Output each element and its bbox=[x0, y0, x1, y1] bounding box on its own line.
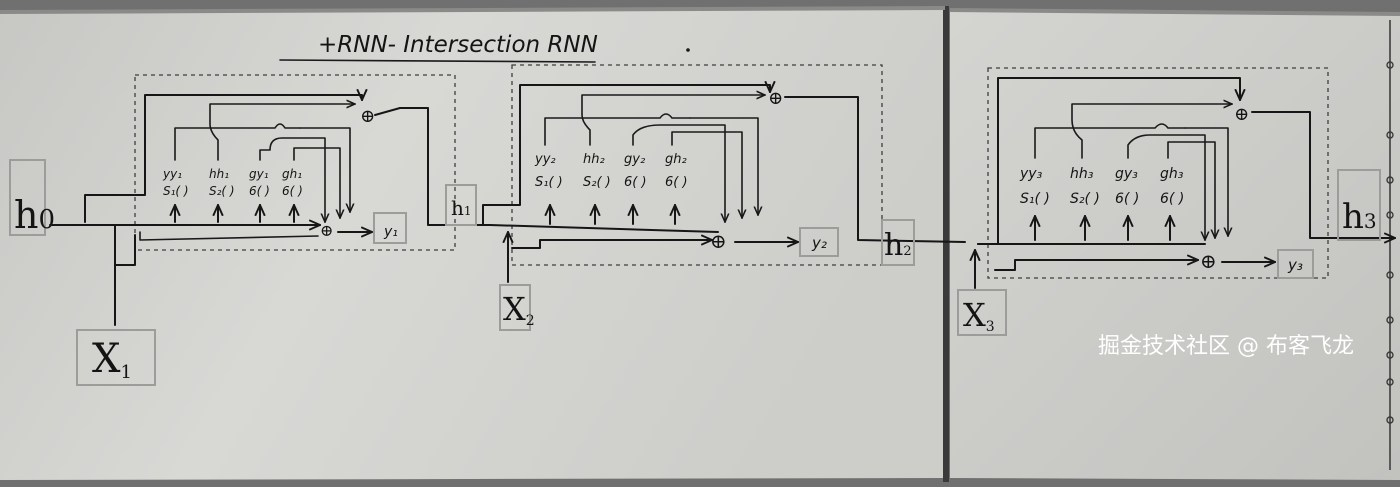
gate-hh2: hh₂ bbox=[583, 152, 605, 167]
board-edge-rivets bbox=[1386, 61, 1394, 424]
x1-line bbox=[114, 224, 136, 326]
cell-1-wire-e bbox=[299, 127, 350, 212]
x3-label: X3 bbox=[963, 296, 995, 335]
rnn-cell-3: X3 yy₃ S₁( ) hh₃ S₂( ) gy₃ 6( ) gh₃ 6( )… bbox=[957, 67, 1395, 336]
gate-hh3-fn: S₂( ) bbox=[1070, 191, 1100, 207]
x1-label: X1 bbox=[92, 336, 132, 383]
gate-yy2-fn: S₁( ) bbox=[535, 175, 563, 190]
gate-gy2: gy₂ bbox=[624, 152, 645, 167]
gate-gy2-fn: 6( ) bbox=[624, 175, 647, 190]
x2-box bbox=[499, 284, 531, 331]
cell-2-wire-c bbox=[632, 124, 725, 222]
cell-3-wire-b bbox=[1071, 104, 1232, 159]
cell-3-gates: yy₃ S₁( ) hh₃ S₂( ) gy₃ 6( ) gh₃ 6( ) bbox=[1019, 166, 1184, 207]
h2-box bbox=[881, 219, 915, 266]
x1-box bbox=[76, 329, 156, 386]
h0-label: h0 bbox=[14, 193, 55, 237]
gate-gy3: gy₃ bbox=[1115, 166, 1138, 182]
gate-gh3-fn: 6( ) bbox=[1160, 191, 1184, 207]
gate-gy1-fn: 6( ) bbox=[249, 184, 270, 198]
gate-gy1: gy₁ bbox=[249, 167, 269, 181]
rnn-cell-2: X2 yy₂ S₁( ) hh₂ S₂( ) gy₂ 6( ) gh₂ 6( )… bbox=[482, 64, 966, 331]
x2-route bbox=[511, 240, 712, 249]
cell-2-wire-e bbox=[689, 117, 758, 215]
board-top-rail-right bbox=[949, 8, 1400, 16]
cell-3-gate-arrows bbox=[1035, 216, 1170, 241]
gate-yy3: yy₃ bbox=[1019, 166, 1043, 182]
cell-2-wire-d bbox=[671, 131, 742, 218]
cell-1-adder-output: ⊕ bbox=[320, 221, 333, 240]
gate-hh1: hh₁ bbox=[209, 167, 229, 181]
cell-3-wire-a bbox=[1034, 123, 1186, 159]
y3-box bbox=[1277, 249, 1314, 279]
cell-3-wire-d bbox=[1167, 141, 1215, 238]
board-top-rail bbox=[0, 6, 946, 14]
cell-3-wire-c bbox=[1127, 134, 1205, 240]
cell-3-wire-e bbox=[1184, 127, 1228, 236]
board-panel-left bbox=[0, 8, 945, 480]
gate-gh3: gh₃ bbox=[1160, 166, 1184, 182]
h1-route-bottom bbox=[489, 224, 719, 233]
x3-route bbox=[994, 260, 1198, 271]
diagram-title: +RNN- Intersection RNN bbox=[318, 32, 598, 58]
cell-1-gates: yy₁ S₁( ) hh₁ S₂( ) gy₁ 6( ) gh₁ 6( ) bbox=[162, 167, 303, 198]
cell-2-gates: yy₂ S₁( ) hh₂ S₂( ) gy₂ 6( ) gh₂ 6( ) bbox=[534, 152, 688, 190]
h3-box bbox=[1337, 169, 1381, 241]
y3-label: y₃ bbox=[1287, 256, 1303, 274]
cell-2-adder-output: ⊕ bbox=[710, 229, 727, 253]
cell-1-adder-state: ⊕ bbox=[360, 106, 375, 127]
watermark: 掘金技术社区 @ 布客飞龙 bbox=[1098, 334, 1354, 359]
h1-route-top bbox=[482, 85, 770, 226]
gate-gh2: gh₂ bbox=[665, 152, 687, 167]
cell-2-adder-state: ⊕ bbox=[768, 88, 783, 109]
cell-2-state-out bbox=[784, 96, 966, 243]
cell-1-gate-arrows bbox=[175, 205, 294, 223]
gate-yy1-fn: S₁( ) bbox=[163, 184, 189, 198]
gate-hh1-fn: S₂( ) bbox=[209, 184, 235, 198]
cell-3-adder-output: ⊕ bbox=[1200, 249, 1217, 273]
gate-hh3: hh₃ bbox=[1070, 166, 1094, 182]
y1-box bbox=[373, 212, 407, 244]
gate-gh1-fn: 6( ) bbox=[282, 184, 303, 198]
gate-gh2-fn: 6( ) bbox=[665, 175, 688, 190]
cell-3-adder-state: ⊕ bbox=[1234, 104, 1249, 125]
gate-gh1: gh₁ bbox=[282, 167, 302, 181]
gate-yy1: yy₁ bbox=[162, 167, 182, 181]
cell-1-wire-b bbox=[209, 104, 355, 161]
cell-2-wire-a bbox=[544, 113, 691, 146]
gate-gy3-fn: 6( ) bbox=[1115, 191, 1139, 207]
rnn-cell-1: X1 yy₁ S₁( ) hh₁ S₂( ) gy₁ 6( ) gh₁ 6( )… bbox=[76, 74, 491, 386]
h0-route-top bbox=[84, 95, 362, 223]
cell-2-gate-arrows bbox=[550, 205, 675, 225]
y1-label: y₁ bbox=[383, 224, 398, 240]
gate-hh2-fn: S₂( ) bbox=[583, 175, 611, 190]
cell-2-wire-b bbox=[581, 95, 765, 146]
cell-2-boundary bbox=[511, 64, 883, 266]
cell-3-state-out bbox=[1251, 111, 1395, 238]
y2-label: y₂ bbox=[811, 234, 827, 252]
h1-box bbox=[445, 184, 477, 226]
gate-yy2: yy₂ bbox=[534, 152, 556, 167]
x2-label: X2 bbox=[503, 290, 535, 329]
y2-box bbox=[799, 227, 839, 257]
h0-box bbox=[9, 159, 46, 236]
cell-1-wire-c bbox=[259, 137, 325, 222]
cell-1-wire-d bbox=[293, 147, 340, 218]
gate-yy3-fn: S₁( ) bbox=[1020, 191, 1050, 207]
x1-route bbox=[139, 231, 319, 241]
h2-label: h2 bbox=[884, 228, 912, 263]
title-underline bbox=[279, 59, 596, 63]
x3-box bbox=[957, 289, 1007, 336]
cell-1-wire-a bbox=[174, 123, 301, 161]
cell-1-boundary bbox=[134, 74, 456, 251]
h1-label: h1 bbox=[451, 196, 472, 220]
chalk-dot bbox=[686, 48, 690, 52]
cell-3-boundary bbox=[987, 67, 1329, 279]
h3-label: h3 bbox=[1342, 197, 1377, 237]
